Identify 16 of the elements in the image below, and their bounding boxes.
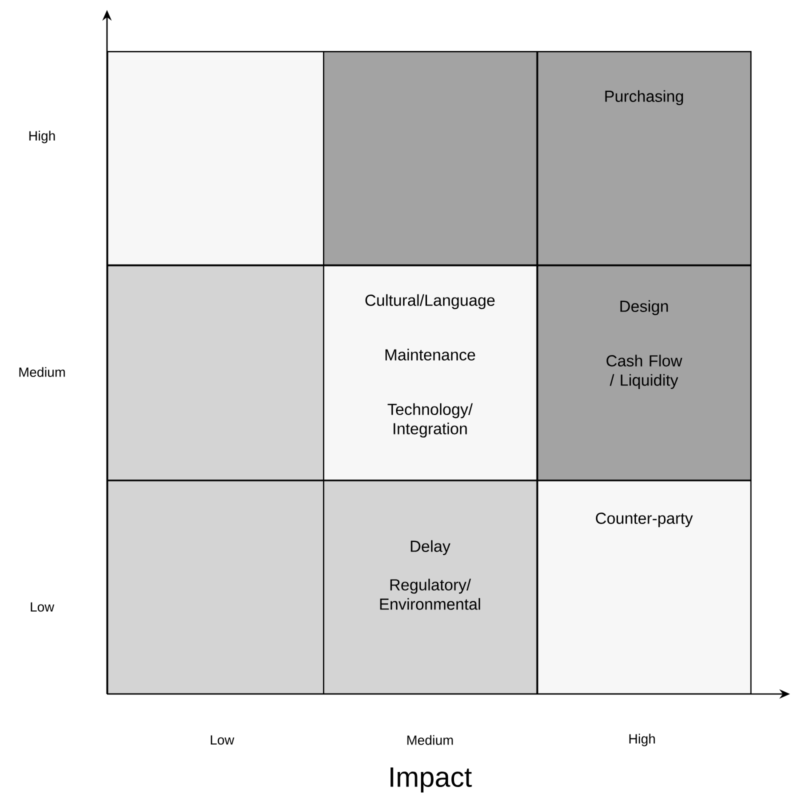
grid-cell [107, 480, 324, 695]
axis-label: Low [30, 602, 54, 612]
axis-label: Medium [19, 367, 65, 377]
axis-label: High [29, 130, 55, 144]
grid-cell [107, 51, 324, 266]
grid-cell: Design Cash Flow / Liquidity [537, 265, 752, 481]
grid-cell: Delay Regulatory/ Environmental [323, 480, 538, 695]
grid-cell: Counter-party [537, 480, 752, 695]
axis-label: Low [210, 735, 234, 745]
grid-cell [323, 51, 538, 266]
axis-label: Medium [407, 735, 453, 745]
grid-cell: Cultural/Language Maintenance Technology/ Integration [323, 265, 538, 481]
grid-cell: Purchasing [537, 51, 752, 266]
grid-cell [107, 265, 324, 481]
axis-label: High [629, 734, 655, 746]
axis-label: Impact [390, 767, 472, 793]
